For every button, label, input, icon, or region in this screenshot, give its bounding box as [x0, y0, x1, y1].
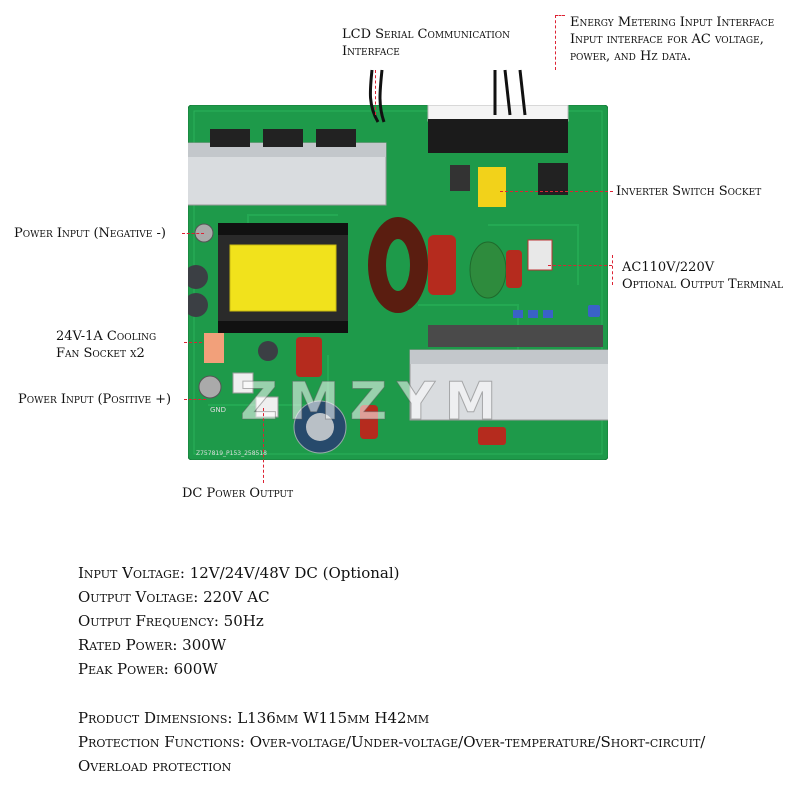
- spec-row: Output Voltage: 220V AC: [78, 588, 270, 606]
- specs-list: Input Voltage: 12V/24V/48V DC (Optional)…: [78, 561, 399, 681]
- protection-row: Protection Functions: Over-voltage/Under…: [78, 733, 706, 751]
- callout-line-dc-output: [263, 408, 264, 483]
- callout-line-energy: [555, 15, 556, 70]
- callout-line-inverter: [500, 191, 613, 192]
- spec-row: Input Voltage: 12V/24V/48V DC (Optional): [78, 564, 400, 582]
- silkscreen-gnd: GND: [210, 406, 226, 414]
- silkscreen-part-number: Z757819_P153_258518: [196, 450, 267, 457]
- spec-row: Output Frequency: 50Hz: [78, 612, 264, 630]
- spec-row: Peak Power: 600W: [78, 660, 218, 678]
- spec-row: Rated Power: 300W: [78, 636, 227, 654]
- callout-power-negative: Power Input (Negative -): [14, 226, 166, 241]
- callout-power-positive: Power Input (Positive +): [18, 392, 172, 407]
- callout-line-lcd: [375, 70, 376, 115]
- callout-ac-output: AC110V/220V Optional Output Terminal: [622, 260, 784, 292]
- protection-row-continued: Overload protection: [78, 757, 232, 775]
- callout-line-ac-output: [612, 255, 613, 285]
- dimensions-row: Product Dimensions: L136mm W115mm H42mm: [78, 709, 430, 727]
- pcb-board-image: GND Z757819_P153_258518: [188, 105, 608, 460]
- callout-line-fan: [184, 342, 202, 343]
- callout-fan-socket: 24V-1A Cooling Fan Socket x2: [56, 329, 157, 361]
- callout-energy-metering: Energy Metering Input Interface Input in…: [570, 15, 775, 64]
- callout-line-power-negative: [182, 233, 204, 234]
- details-list: Product Dimensions: L136mm W115mm H42mm …: [78, 706, 705, 778]
- callout-lcd-interface: LCD Serial Communication Interface: [342, 27, 511, 59]
- cable-wires-image: [368, 69, 527, 123]
- callout-line-power-positive: [184, 399, 206, 400]
- brand-watermark: ZMZYM: [240, 372, 507, 433]
- callout-dc-output: DC Power Output: [182, 486, 294, 501]
- callout-inverter-switch: Inverter Switch Socket: [616, 184, 762, 199]
